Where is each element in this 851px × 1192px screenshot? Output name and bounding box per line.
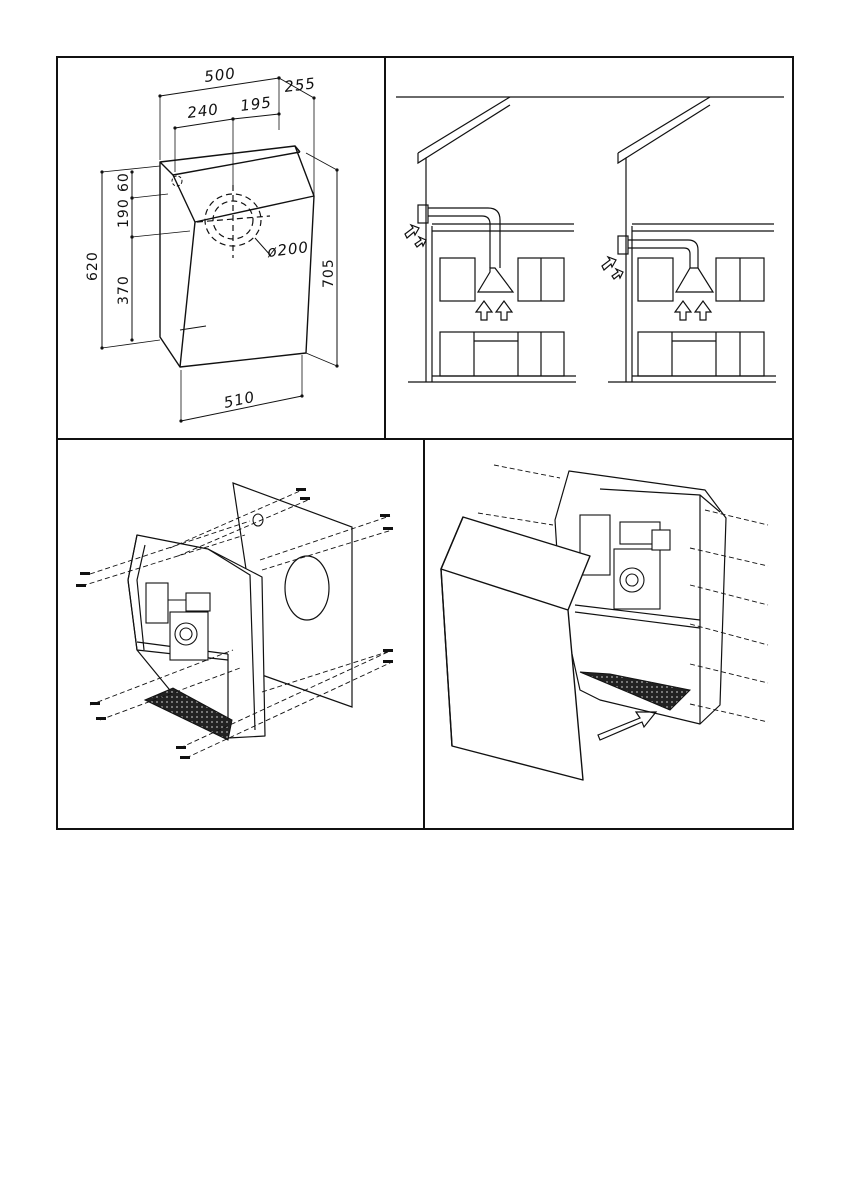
panel-dimensions: 500 255 240 195 60 190 370 620 705 510 ø… bbox=[85, 64, 337, 421]
panel-ducting bbox=[396, 97, 784, 382]
house-left bbox=[405, 97, 576, 382]
dim-60: 60 bbox=[116, 172, 132, 192]
front-cover bbox=[441, 517, 590, 780]
dim-705: 705 bbox=[321, 258, 337, 288]
push-arrow bbox=[598, 712, 656, 740]
dim-255: 255 bbox=[283, 74, 317, 96]
dim-370: 370 bbox=[116, 275, 132, 305]
dim-240: 240 bbox=[186, 100, 220, 122]
dim-620: 620 bbox=[85, 251, 101, 281]
dim-195: 195 bbox=[239, 93, 273, 115]
panel-wall-mount bbox=[76, 483, 393, 759]
panel-cover bbox=[441, 465, 768, 780]
dim-190: 190 bbox=[116, 198, 132, 228]
house-right bbox=[602, 97, 776, 382]
dim-510: 510 bbox=[222, 388, 257, 412]
dim-500: 500 bbox=[203, 64, 237, 86]
